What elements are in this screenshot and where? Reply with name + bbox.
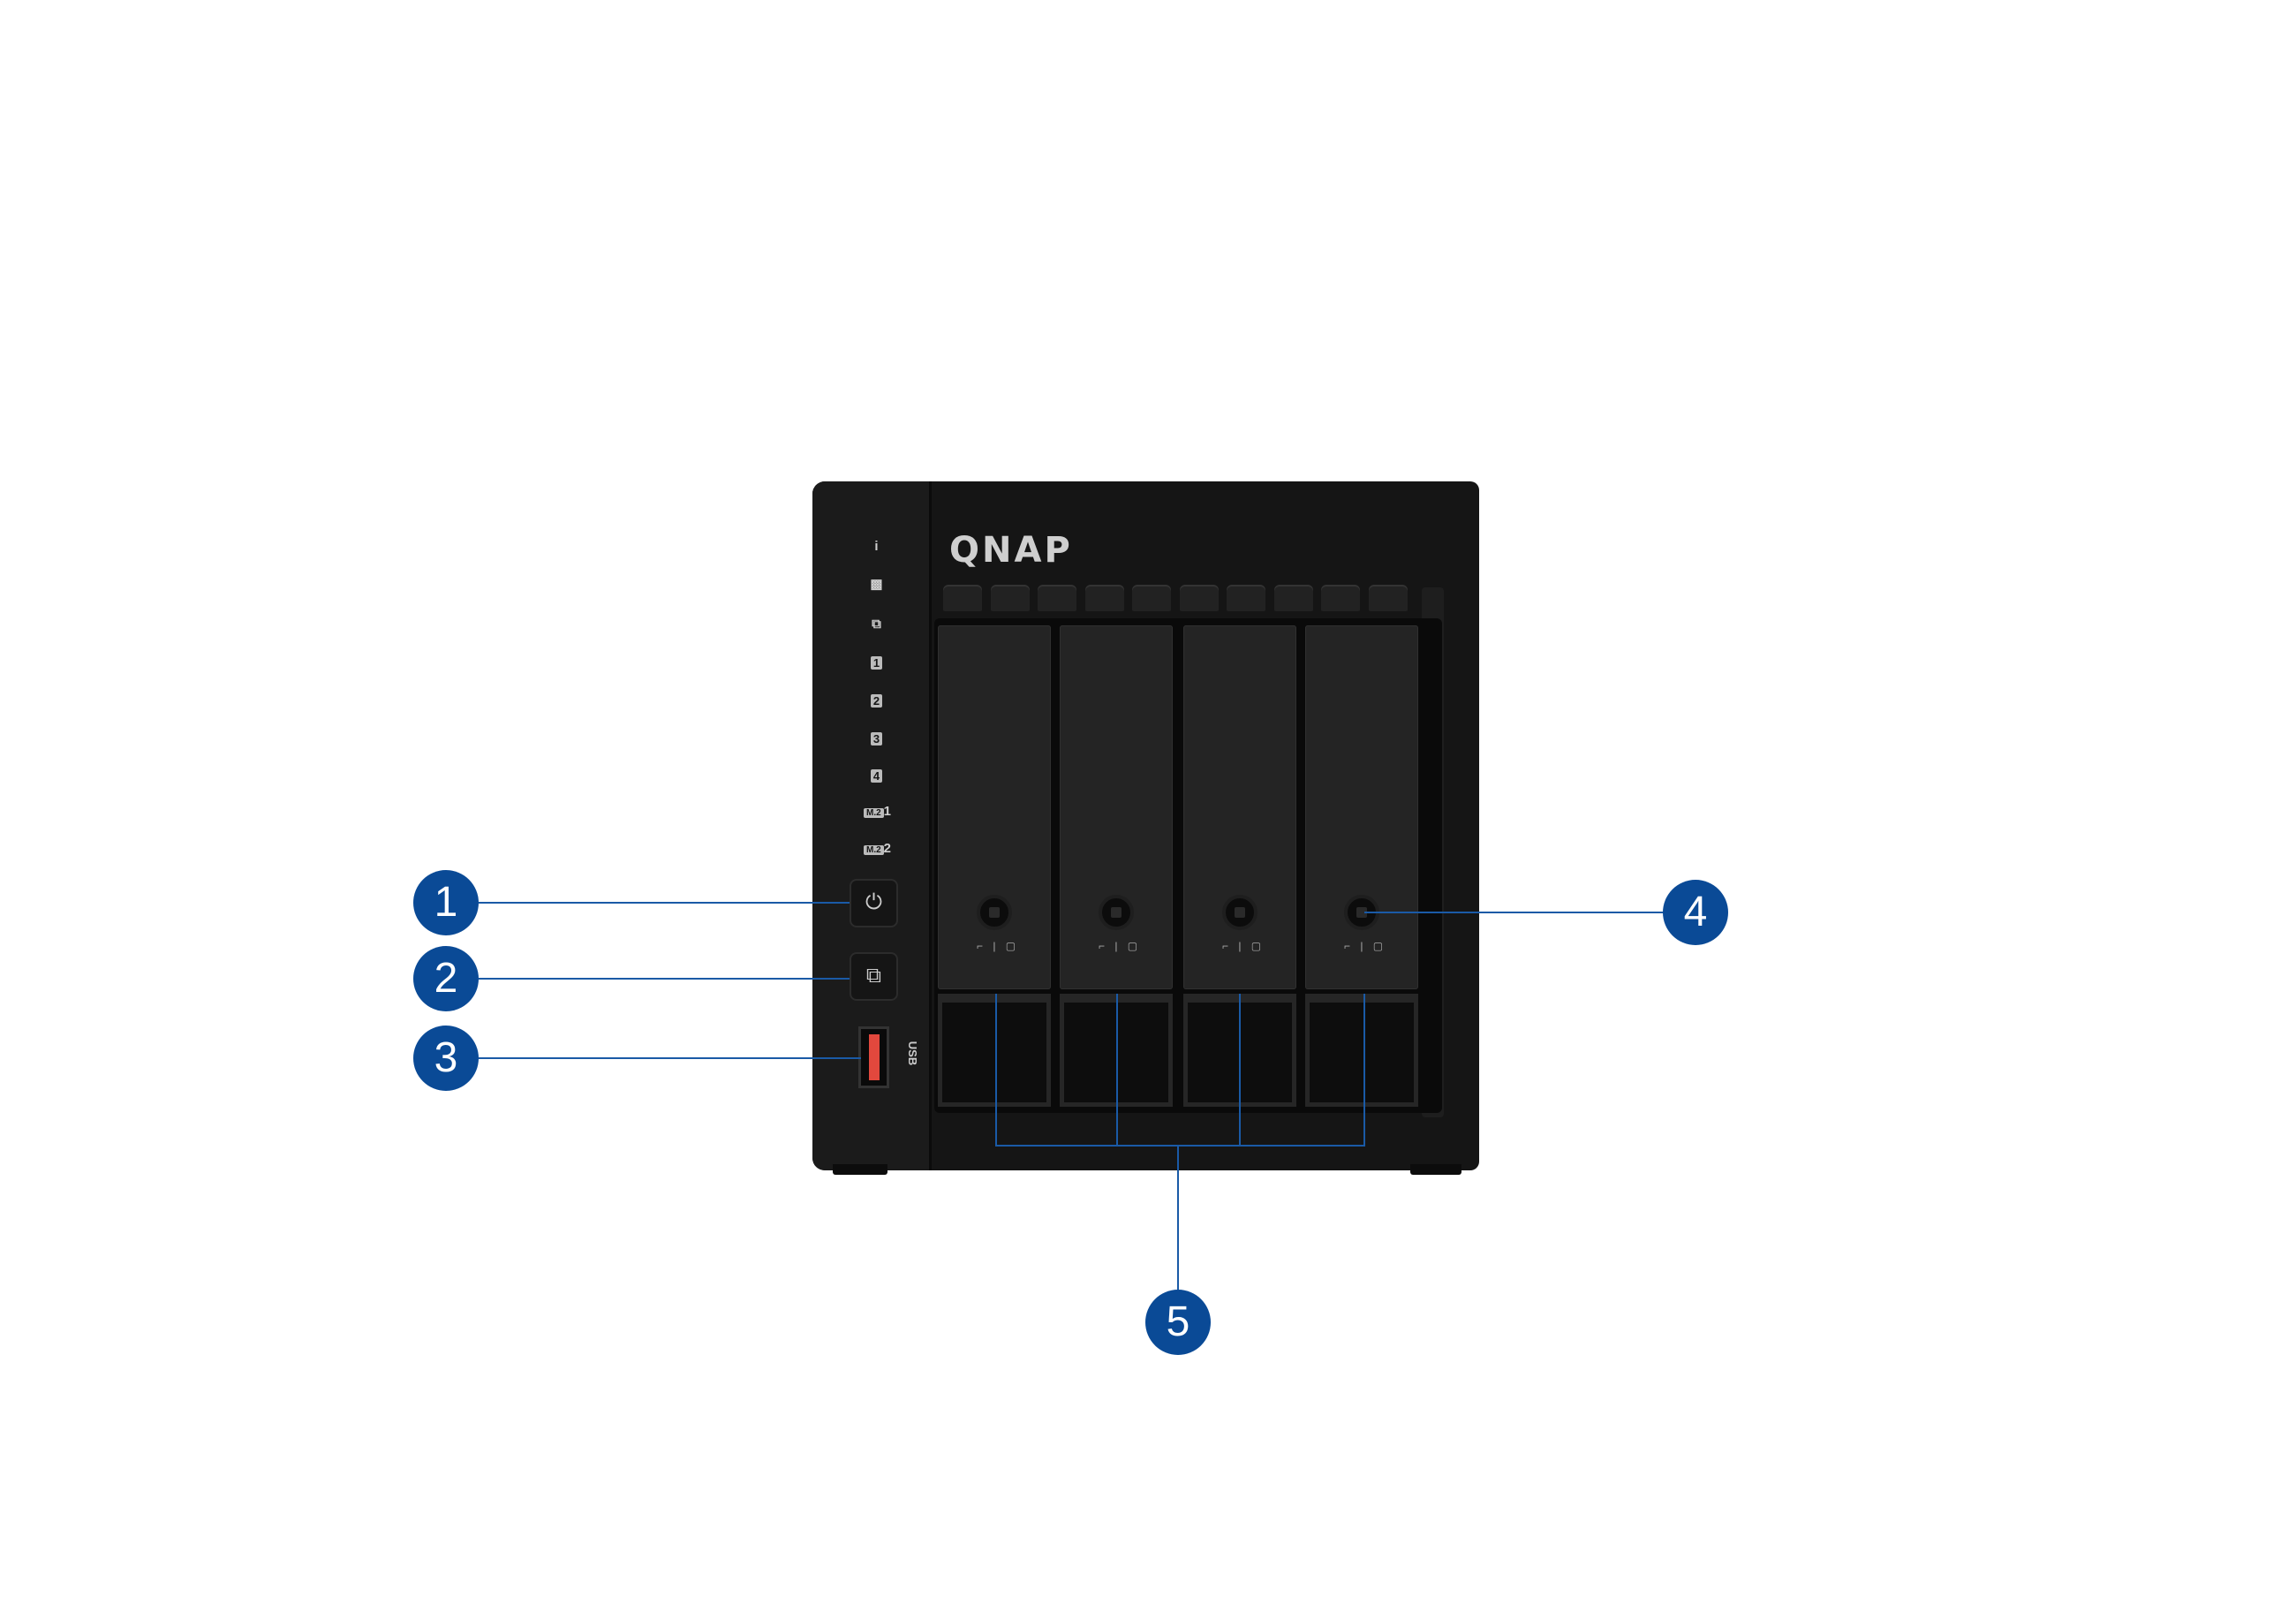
- vent-fin: [943, 585, 982, 611]
- disk-led-1: 1: [857, 655, 896, 670]
- tray-lock-icon[interactable]: [1222, 895, 1258, 930]
- power-icon: ⏻: [865, 890, 882, 914]
- drive-tray-2[interactable]: [1060, 625, 1173, 989]
- leader-line-5a: [995, 994, 997, 1146]
- vent-fin: [1179, 585, 1219, 611]
- callout-5: 5: [1145, 1290, 1211, 1355]
- tray-lock-icon[interactable]: [1099, 895, 1134, 930]
- vent-fin: [990, 585, 1030, 611]
- lock-state-icon: ⌐ | ▢: [977, 940, 1020, 952]
- callout-4: 4: [1663, 880, 1728, 945]
- disk-led-4: 4: [857, 768, 896, 783]
- lock-state-icon: ⌐ | ▢: [1099, 940, 1142, 952]
- lock-state-icon: ⌐ | ▢: [1222, 940, 1265, 952]
- copy-button[interactable]: ⧉: [850, 952, 898, 1001]
- vent-fin: [1273, 585, 1313, 611]
- leader-line-1: [479, 902, 850, 904]
- copy-led-icon: ⧉: [872, 617, 881, 632]
- vent-fin: [1321, 585, 1360, 611]
- vent-fin: [1084, 585, 1124, 611]
- leader-line-5-bar: [995, 1145, 1365, 1147]
- disk-led-2: 2: [857, 693, 896, 708]
- drive-tray-4[interactable]: [1305, 625, 1418, 989]
- callout-3: 3: [413, 1026, 479, 1091]
- callout-1: 1: [413, 870, 479, 935]
- vent-fin: [1038, 585, 1076, 611]
- drive-tray-1[interactable]: [938, 625, 1051, 989]
- leader-line-3: [479, 1057, 861, 1059]
- drive-tray-3[interactable]: [1183, 625, 1296, 989]
- disk-led-3: 3: [857, 731, 896, 746]
- leader-line-2: [479, 978, 850, 980]
- tray-handle-1[interactable]: [938, 994, 1051, 1107]
- right-foot: [1410, 1164, 1461, 1175]
- tray-handle-4[interactable]: [1305, 994, 1418, 1107]
- leader-line-5c: [1239, 994, 1241, 1146]
- vent-fin: [1227, 585, 1265, 611]
- usb-label: USB: [906, 1041, 920, 1066]
- leader-line-5-stem: [1177, 1145, 1179, 1290]
- qnap-logo: QNAP: [949, 530, 1073, 571]
- leader-line-5d: [1363, 994, 1365, 1146]
- power-button[interactable]: ⏻: [850, 879, 898, 927]
- vent-fin: [1132, 585, 1171, 611]
- leader-line-5b: [1116, 994, 1118, 1146]
- usb-port[interactable]: [858, 1026, 889, 1088]
- tray-lock-icon[interactable]: [977, 895, 1012, 930]
- callout-2: 2: [413, 946, 479, 1011]
- vent-fin: [1368, 585, 1408, 611]
- status-led-icon: i: [874, 539, 879, 554]
- network-led-icon: ▩: [870, 577, 883, 592]
- leader-line-4: [1364, 912, 1665, 913]
- left-foot: [833, 1164, 887, 1175]
- lock-state-icon: ⌐ | ▢: [1344, 940, 1387, 952]
- copy-icon: ⧉: [865, 964, 882, 988]
